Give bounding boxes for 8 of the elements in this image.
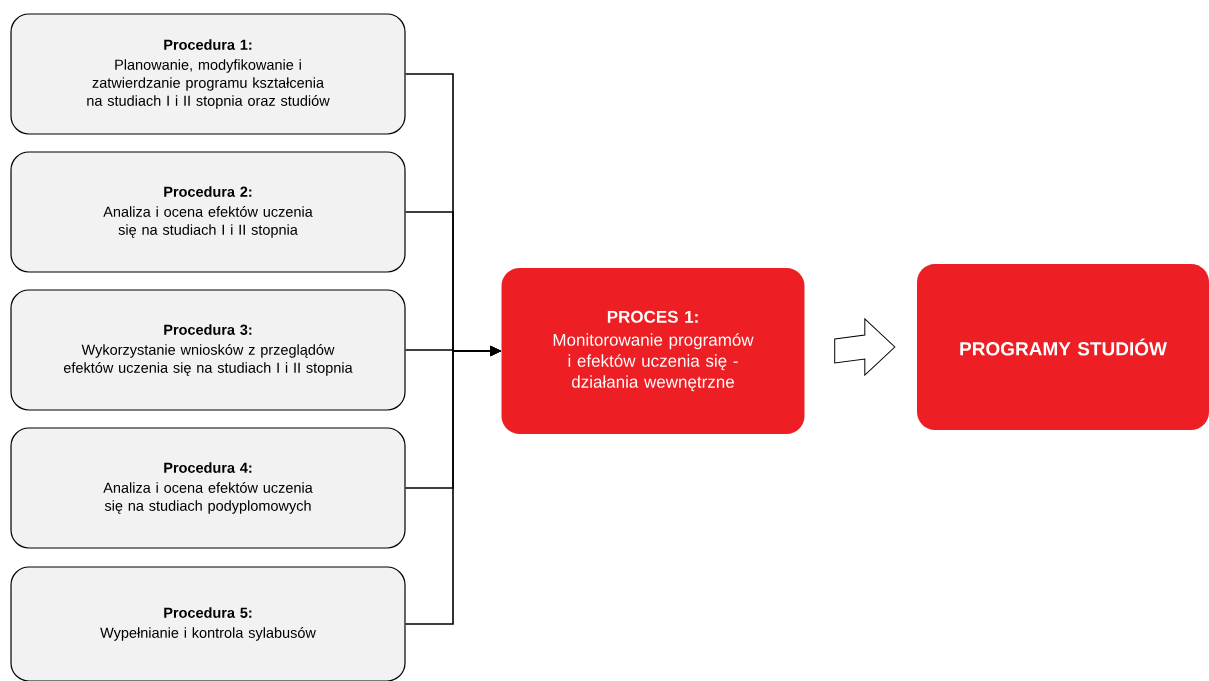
procedure-box: Procedura 2: Analiza i ocena efektów uczenia się na studiach I i II stopnia bbox=[10, 151, 406, 273]
procedure-box: Procedura 5: Wypełnianie i kontrola sylabusów bbox=[10, 566, 406, 681]
procedure-box: Procedura 1: Planowanie, modyfikowanie i zatwierdzanie programu kształcenia na studiach I i II stopnia oraz studiów bbox=[10, 13, 406, 135]
procedure-box: Procedura 3: Wykorzystanie wniosków z przeglądów efektów uczenia się na studiach I i II stopnia bbox=[10, 289, 406, 411]
result-box: PROGRAMY STUDIÓW bbox=[917, 264, 1209, 430]
procedure-box: Procedura 4: Analiza i ocena efektów uczenia się na studiach podyplomowych bbox=[10, 427, 406, 549]
block-arrow bbox=[834, 318, 896, 376]
process-box: PROCES 1: Monitorowanie programów i efektów uczenia się - działania wewnętrzne bbox=[501, 268, 805, 434]
